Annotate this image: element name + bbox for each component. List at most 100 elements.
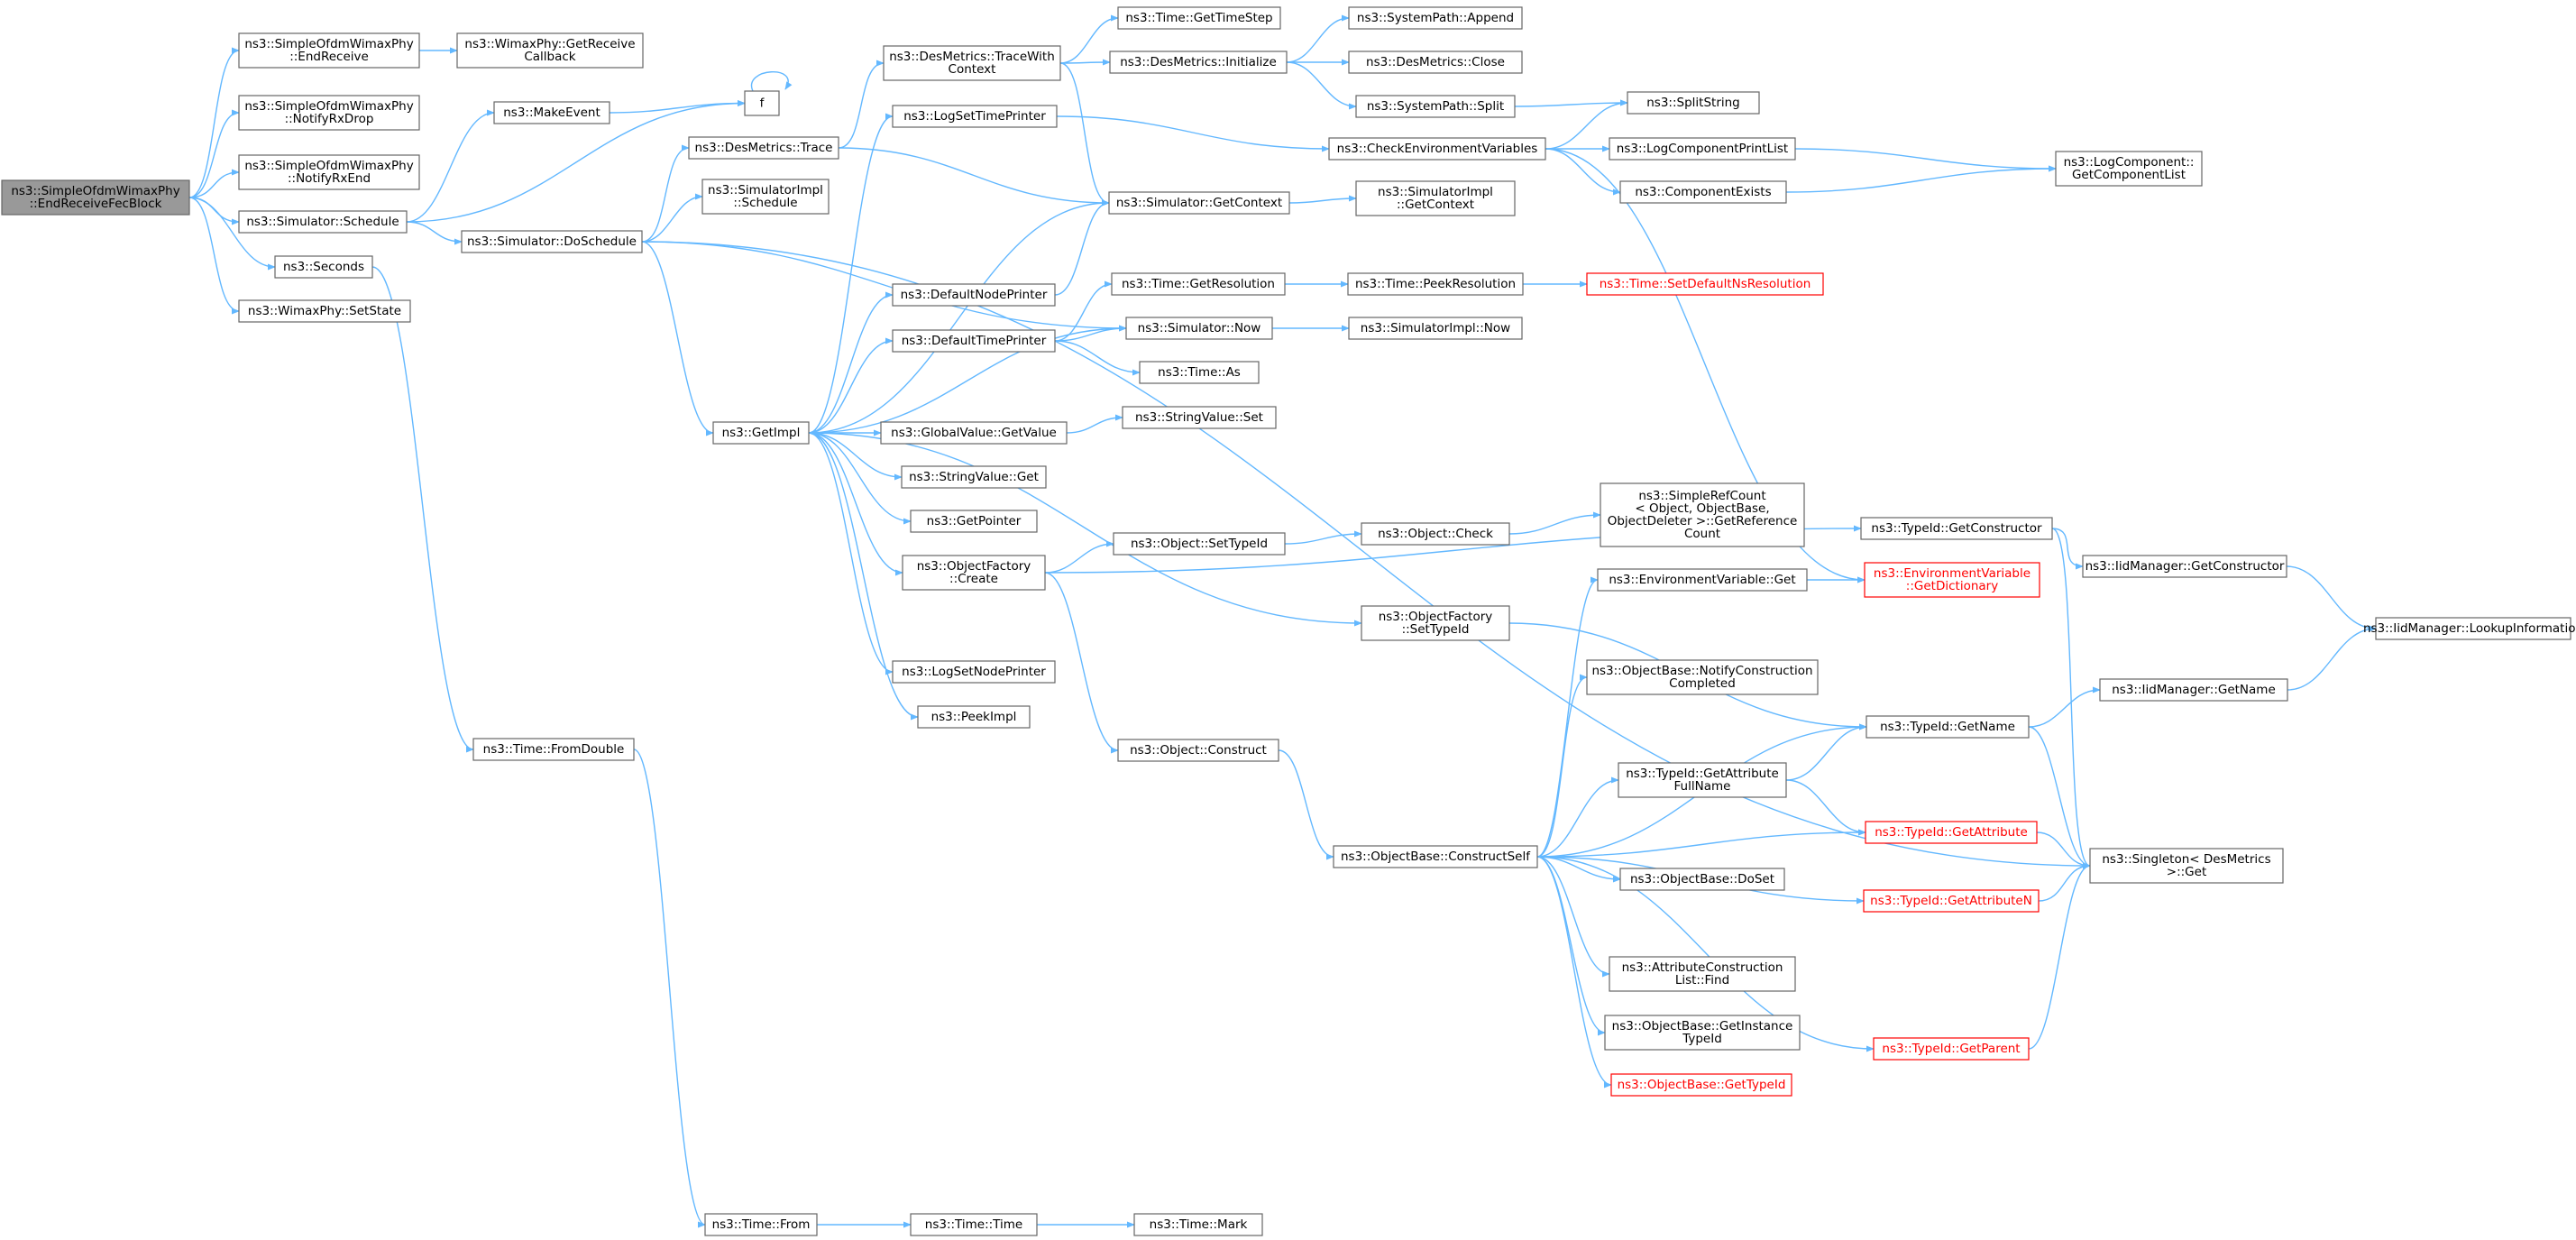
node-peek-resolution[interactable]: ns3::Time::PeekResolution: [1347, 272, 1524, 296]
edge-getImpl-to-factorySetTypeId: [808, 432, 1362, 627]
node-get-parent[interactable]: ns3::TypeId::GetParent: [1873, 1037, 2030, 1061]
node-notify-rx-drop[interactable]: ns3::SimpleOfdmWimaxPhy::NotifyRxDrop: [238, 95, 420, 131]
node-singleton-get[interactable]: ns3::Singleton< DesMetrics>::Get: [2089, 848, 2284, 884]
node-peek-impl[interactable]: ns3::PeekImpl: [917, 705, 1031, 729]
node-sim-now[interactable]: ns3::Simulator::Now: [1125, 317, 1273, 340]
node-get-name[interactable]: ns3::TypeId::GetName: [1866, 715, 2030, 739]
node-box: [1597, 568, 1808, 592]
node-lookup-information[interactable]: ns3::IidManager::LookupInformation: [2363, 617, 2576, 640]
edge-line: [1545, 148, 1866, 583]
node-label: ::Create: [949, 572, 998, 586]
node-check-env[interactable]: ns3::CheckEnvironmentVariables: [1328, 137, 1546, 161]
edge-root-to-notifyRxDrop: [188, 109, 240, 198]
edge-schedule-to-doSchedule: [406, 221, 463, 245]
node-impl-now[interactable]: ns3::SimulatorImpl::Now: [1348, 317, 1523, 340]
node-sys-append[interactable]: ns3::SystemPath::Append: [1348, 6, 1523, 30]
node-simple-ref-count[interactable]: ns3::SimpleRefCount< Object, ObjectBase,…: [1600, 482, 1805, 547]
node-time-from[interactable]: ns3::Time::From: [704, 1213, 818, 1236]
node-get-attribute[interactable]: ns3::TypeId::GetAttribute: [1865, 821, 2038, 844]
node-des-initialize[interactable]: ns3::DesMetrics::Initialize: [1109, 51, 1288, 74]
node-notify-rx-end[interactable]: ns3::SimpleOfdmWimaxPhy::NotifyRxEnd: [238, 154, 420, 190]
node-object-base-get-type-id[interactable]: ns3::ObjectBase::GetTypeId: [1610, 1073, 1792, 1097]
node-sys-split[interactable]: ns3::SystemPath::Split: [1355, 95, 1516, 118]
node-set-default-ns-resolution[interactable]: ns3::Time::SetDefaultNsResolution: [1586, 272, 1824, 296]
node-box: [238, 32, 420, 69]
node-box: [1860, 517, 2053, 540]
node-do-set[interactable]: ns3::ObjectBase::DoSet: [1619, 868, 1785, 891]
node-time-time[interactable]: ns3::Time::Time: [910, 1213, 1038, 1236]
node-label: ns3::ObjectFactory: [917, 559, 1031, 574]
node-factory-set-type-id[interactable]: ns3::ObjectFactory::SetTypeId: [1361, 605, 1510, 641]
node-get-resolution[interactable]: ns3::Time::GetResolution: [1111, 272, 1286, 296]
node-iid-get-name[interactable]: ns3::IidManager::GetName: [2099, 678, 2288, 702]
node-env-get[interactable]: ns3::EnvironmentVariable::Get: [1597, 568, 1808, 592]
node-get-component-list[interactable]: ns3::LogComponent::GetComponentList: [2055, 151, 2203, 187]
node-get-impl[interactable]: ns3::GetImpl: [712, 421, 810, 445]
node-split-string[interactable]: ns3::SplitString: [1627, 91, 1760, 115]
node-label: Completed: [1669, 676, 1736, 691]
node-des-close[interactable]: ns3::DesMetrics::Close: [1348, 51, 1523, 74]
node-box: [1866, 715, 2030, 739]
node-construct-self[interactable]: ns3::ObjectBase::ConstructSelf: [1333, 845, 1538, 868]
node-box: [493, 101, 610, 124]
node-from-double[interactable]: ns3::Time::FromDouble: [472, 738, 635, 761]
node-log-set-node-printer[interactable]: ns3::LogSetNodePrinter: [892, 660, 1056, 684]
node-des-trace[interactable]: ns3::DesMetrics::Trace: [688, 136, 839, 160]
edge-line: [2028, 686, 2101, 728]
node-end-receive[interactable]: ns3::SimpleOfdmWimaxPhy::EndReceive: [238, 32, 420, 69]
node-time-mark[interactable]: ns3::Time::Mark: [1133, 1213, 1263, 1236]
node-get-attribute-n[interactable]: ns3::TypeId::GetAttributeN: [1863, 889, 2040, 913]
node-object-construct[interactable]: ns3::Object::Construct: [1117, 739, 1279, 762]
node-impl-schedule[interactable]: ns3::SimulatorImpl::Schedule: [701, 179, 830, 215]
node-seconds[interactable]: ns3::Seconds: [274, 255, 373, 279]
edge-defaultNodePrinter-to-simGetContext: [1054, 199, 1110, 296]
node-iid-get-constructor[interactable]: ns3::IidManager::GetConstructor: [2082, 555, 2287, 578]
node-label: ns3::Time::As: [1158, 365, 1241, 380]
node-global-value-get-value[interactable]: ns3::GlobalValue::GetValue: [880, 421, 1068, 445]
node-log-set-time-printer[interactable]: ns3::LogSetTimePrinter: [892, 105, 1058, 128]
node-get-dictionary[interactable]: ns3::EnvironmentVariable::GetDictionary: [1864, 562, 2040, 598]
node-impl-get-context[interactable]: ns3::SimulatorImpl::GetContext: [1355, 180, 1516, 216]
node-set-state[interactable]: ns3::WimaxPhy::SetState: [238, 299, 411, 323]
node-string-value-get[interactable]: ns3::StringValue::Get: [901, 465, 1047, 489]
edge-line: [1059, 62, 1110, 207]
node-notify-construction[interactable]: ns3::ObjectBase::NotifyConstructionCompl…: [1586, 659, 1819, 695]
node-log-component-print-list[interactable]: ns3::LogComponentPrintList: [1609, 137, 1796, 161]
node-do-schedule[interactable]: ns3::Simulator::DoSchedule: [461, 230, 643, 253]
node-make-event[interactable]: ns3::MakeEvent: [493, 101, 610, 124]
edge-getParent-to-singletonGet: [2028, 862, 2091, 1050]
node-get-constructor[interactable]: ns3::TypeId::GetConstructor: [1860, 517, 2053, 540]
node-default-node-printer[interactable]: ns3::DefaultNodePrinter: [892, 283, 1056, 307]
edge-line: [1545, 99, 1628, 150]
edge-line: [641, 144, 690, 243]
node-get-time-step[interactable]: ns3::Time::GetTimeStep: [1117, 6, 1281, 30]
edge-line: [188, 169, 240, 198]
edge-line: [1536, 776, 1619, 858]
edge-line: [838, 147, 1110, 207]
node-object-check[interactable]: ns3::Object::Check: [1361, 522, 1510, 546]
node-time-as[interactable]: ns3::Time::As: [1139, 361, 1260, 384]
node-label: Callback: [524, 50, 575, 64]
edge-sysSplit-to-splitString: [1514, 99, 1628, 107]
node-box: [1109, 51, 1288, 74]
node-f[interactable]: f: [744, 90, 780, 116]
node-box: [1361, 522, 1510, 546]
node-root[interactable]: ns3::SimpleOfdmWimaxPhy::EndReceiveFecBl…: [1, 179, 190, 216]
node-schedule[interactable]: ns3::Simulator::Schedule: [238, 210, 408, 234]
node-get-pointer[interactable]: ns3::GetPointer: [910, 510, 1038, 533]
node-object-set-type-id[interactable]: ns3::Object::SetTypeId: [1113, 532, 1286, 556]
node-string-value-set[interactable]: ns3::StringValue::Set: [1122, 406, 1277, 429]
edge-getConstructor-to-singletonGet: [2051, 528, 2091, 869]
node-default-time-printer[interactable]: ns3::DefaultTimePrinter: [892, 329, 1056, 353]
node-box: [892, 283, 1056, 307]
node-object-factory-create[interactable]: ns3::ObjectFactory::Create: [902, 555, 1046, 591]
edge-doSchedule-to-singletonGet: [641, 241, 2091, 869]
node-component-exists[interactable]: ns3::ComponentExists: [1619, 180, 1787, 204]
edge-line: [1536, 674, 1588, 858]
node-sim-get-context[interactable]: ns3::Simulator::GetContext: [1108, 191, 1290, 215]
